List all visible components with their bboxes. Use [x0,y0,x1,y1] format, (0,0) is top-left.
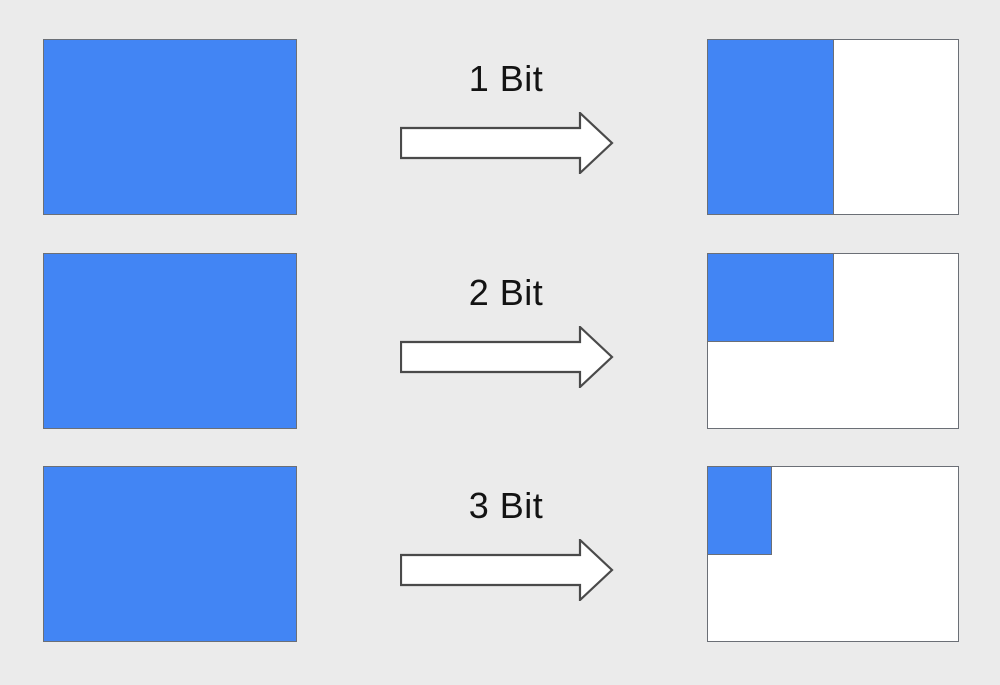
arrow-group: 3 Bit [398,466,614,642]
diagram-row: 2 Bit [0,253,1000,429]
target-rectangle [707,466,959,642]
arrow-group: 2 Bit [398,253,614,429]
target-fill-region [707,253,834,342]
diagram-row: 1 Bit [0,39,1000,215]
bit-label: 1 Bit [468,58,544,99]
target-fill-region [707,466,772,555]
diagram-row: 3 Bit [0,466,1000,642]
target-rectangle [707,39,959,215]
bit-label: 3 Bit [468,485,544,526]
right-block-arrow-icon [400,112,614,174]
source-rectangle [43,39,297,215]
target-rectangle [707,253,959,429]
target-fill-region [707,39,834,215]
right-block-arrow-icon [400,326,614,388]
arrow-group: 1 Bit [398,39,614,215]
source-rectangle [43,253,297,429]
bit-label: 2 Bit [468,272,544,313]
right-block-arrow-icon [400,539,614,601]
source-rectangle [43,466,297,642]
